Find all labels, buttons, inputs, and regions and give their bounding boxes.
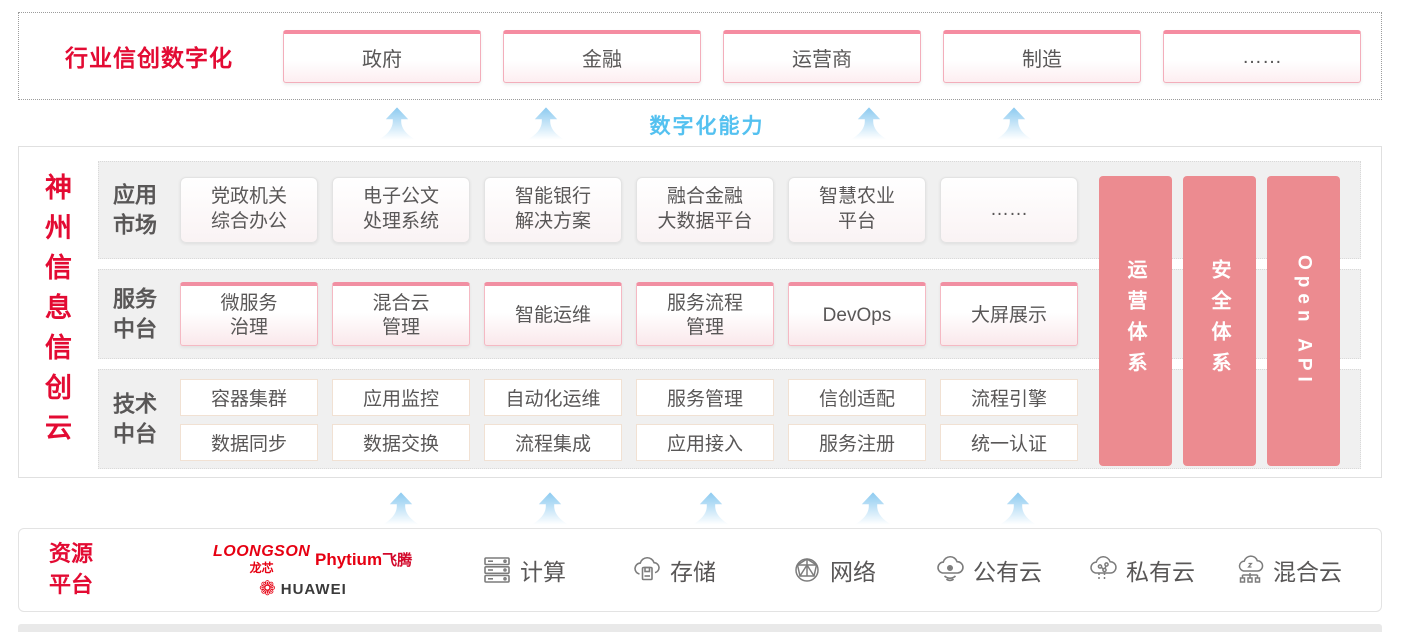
industry-box-manufacturing: 制造 — [943, 29, 1141, 83]
tech-box-app-access: 应用接入 — [636, 424, 774, 461]
industry-boxes: 政府 金融 运营商 制造 …… — [283, 29, 1361, 83]
tech-box-data-exchange: 数据交换 — [332, 424, 470, 461]
resource-item-public-cloud: 公有云 — [934, 553, 1042, 587]
industry-band: 行业信创数字化 政府 金融 运营商 制造 …… — [18, 12, 1382, 100]
resource-item-label: 公有云 — [973, 559, 1042, 585]
resource-item-compute: 计算 — [481, 553, 566, 587]
resource-item-label: 存储 — [670, 559, 716, 585]
row-label-app-market: 应用 市场 — [113, 182, 158, 237]
pillar-open-api: Open API — [1267, 176, 1340, 466]
phytium-logo-text: Phytium — [315, 550, 383, 569]
app-box-gov-office: 党政机关 综合办公 — [180, 177, 318, 243]
industry-band-title: 行业信创数字化 — [65, 45, 233, 71]
loongson-logo-text: LOONGSON — [213, 543, 311, 560]
service-box-service-process-mgmt: 服务流程 管理 — [636, 282, 774, 346]
pillar-security-system: 安全体系 — [1183, 176, 1256, 466]
up-arrow-icon — [995, 107, 1033, 140]
storage-icon — [634, 556, 660, 581]
row-label-tech-platform: 技术 中台 — [113, 391, 158, 446]
up-arrow-icon — [999, 492, 1037, 525]
resource-item-storage: 存储 — [631, 553, 716, 587]
service-platform-items: 微服务 治理 混合云 管理 智能运维 服务流程 管理 DevOps 大屏展示 — [180, 270, 1078, 358]
app-box-edoc-system: 电子公文 处理系统 — [332, 177, 470, 243]
industry-box-more: …… — [1163, 29, 1361, 83]
compute-icon — [484, 557, 510, 583]
tech-box-service-mgmt: 服务管理 — [636, 379, 774, 416]
public-cloud-icon — [937, 555, 964, 582]
resource-platform-band: 资源 平台 LOONGSON 龙芯 Phytium飞腾 ❁ HUAWEI 计算 — [18, 528, 1382, 612]
app-box-smart-bank: 智能银行 解决方案 — [484, 177, 622, 243]
capability-label: 数字化能力 — [649, 115, 765, 138]
tech-box-service-registry: 服务注册 — [788, 424, 926, 461]
service-box-microservice-governance: 微服务 治理 — [180, 282, 318, 346]
resource-item-hybrid-cloud: 混合云 — [1234, 553, 1342, 587]
huawei-logo: ❁ HUAWEI — [259, 579, 347, 599]
tech-box-xinchuang-adaptation: 信创适配 — [788, 379, 926, 416]
resource-item-private-cloud: 私有云 — [1087, 553, 1195, 587]
tech-box-app-monitoring: 应用监控 — [332, 379, 470, 416]
pillar-operation-label: 运营体系 — [1124, 259, 1146, 383]
tech-platform-items: 容器集群 应用监控 自动化运维 服务管理 信创适配 流程引擎 数据同步 数据交换… — [180, 379, 1078, 461]
up-arrow-icon — [854, 492, 892, 525]
industry-box-government: 政府 — [283, 29, 481, 83]
service-box-dashboard-display: 大屏展示 — [940, 282, 1078, 346]
app-box-finance-bigdata: 融合金融 大数据平台 — [636, 177, 774, 243]
service-box-intelligent-ops: 智能运维 — [484, 282, 622, 346]
resource-item-label: 计算 — [520, 559, 566, 585]
service-box-devops: DevOps — [788, 282, 926, 346]
up-arrow-icon — [527, 107, 565, 140]
huawei-logo-text: HUAWEI — [280, 580, 347, 598]
network-icon — [795, 558, 819, 582]
tech-box-data-sync: 数据同步 — [180, 424, 318, 461]
up-arrow-icon — [378, 107, 416, 140]
hybrid-cloud-icon — [1238, 555, 1264, 583]
phytium-logo-cn: 飞腾 — [382, 552, 413, 569]
tech-box-unified-auth: 统一认证 — [940, 424, 1078, 461]
pillar-open-api-label: Open API — [1293, 254, 1315, 388]
loongson-logo: LOONGSON 龙芯 — [213, 543, 310, 576]
up-arrow-icon — [850, 107, 888, 140]
up-arrow-icon — [692, 492, 730, 525]
tech-box-process-engine: 流程引擎 — [940, 379, 1078, 416]
app-box-smart-agriculture: 智慧农业 平台 — [788, 177, 926, 243]
resource-item-network: 网络 — [791, 553, 876, 587]
resource-item-label: 网络 — [830, 559, 876, 585]
platform-title: 神州信息信创云 — [41, 173, 71, 453]
tech-box-container-cluster: 容器集群 — [180, 379, 318, 416]
tech-box-automated-ops: 自动化运维 — [484, 379, 622, 416]
bottom-strip — [18, 624, 1382, 632]
row-label-service-platform: 服务 中台 — [113, 286, 158, 341]
industry-box-operator: 运营商 — [723, 29, 921, 83]
pillar-security-label: 安全体系 — [1208, 259, 1230, 383]
industry-box-finance: 金融 — [503, 29, 701, 83]
loongson-logo-cn: 龙芯 — [249, 561, 274, 575]
up-arrow-icon — [531, 492, 569, 525]
service-box-hybrid-cloud-mgmt: 混合云 管理 — [332, 282, 470, 346]
up-arrow-icon — [382, 492, 420, 525]
phytium-logo: Phytium飞腾 — [315, 549, 412, 570]
huawei-flower-icon: ❁ — [259, 578, 276, 600]
resource-item-label: 混合云 — [1273, 559, 1342, 585]
app-box-more: …… — [940, 177, 1078, 243]
app-market-items: 党政机关 综合办公 电子公文 处理系统 智能银行 解决方案 融合金融 大数据平台… — [180, 162, 1078, 258]
platform-panel: 神州信息信创云 应用 市场 党政机关 综合办公 电子公文 处理系统 智能银行 解… — [18, 146, 1382, 478]
pillar-operation-system: 运营体系 — [1099, 176, 1172, 466]
tech-box-process-integration: 流程集成 — [484, 424, 622, 461]
resource-platform-title: 资源 平台 — [49, 541, 94, 597]
private-cloud-icon — [1090, 556, 1117, 580]
resource-item-label: 私有云 — [1126, 559, 1195, 585]
